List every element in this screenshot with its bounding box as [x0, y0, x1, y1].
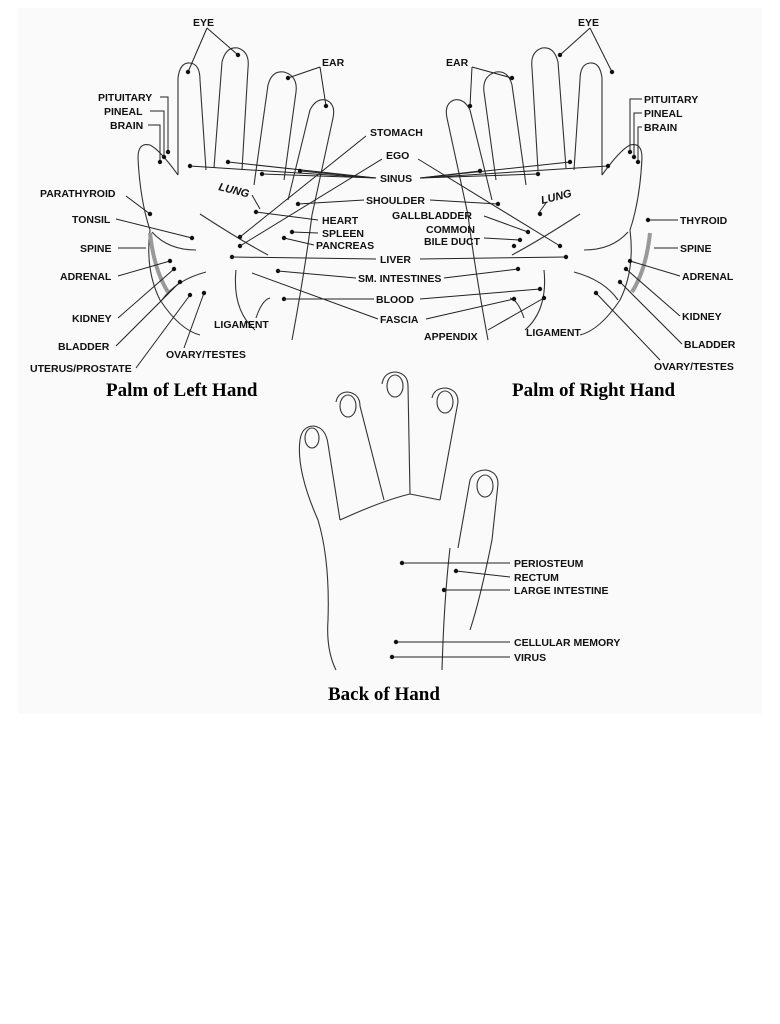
right-label-appendix: APPENDIX	[424, 331, 478, 343]
back-label-large-intestine: LARGE INTESTINE	[514, 585, 609, 597]
right-label-gallbladder: GALLBLADDER	[392, 210, 472, 222]
left-label-ligament: LIGAMENT	[214, 319, 269, 331]
right-label-kidney: KIDNEY	[682, 311, 722, 323]
right-label-ligament: LIGAMENT	[526, 327, 581, 339]
left-palm-outline	[137, 47, 335, 341]
label-ego: EGO	[386, 150, 409, 162]
back-of-hand-outline	[298, 371, 499, 671]
right-label-adrenal: ADRENAL	[682, 271, 734, 283]
center-leaders	[187, 135, 611, 320]
label-blood: BLOOD	[376, 294, 414, 306]
back-label-periosteum: PERIOSTEUM	[514, 558, 584, 570]
left-label-uterus-prostate: UTERUS/PROSTATE	[30, 363, 132, 375]
right-label-spine: SPINE	[680, 243, 712, 255]
right-label-bile-duct: BILE DUCT	[424, 236, 481, 248]
left-label-ear: EAR	[322, 57, 345, 69]
label-sinus: SINUS	[380, 173, 412, 185]
left-label-pituitary: PITUITARY	[98, 92, 152, 104]
label-liver: LIVER	[380, 254, 411, 266]
left-palm-leaders	[115, 27, 329, 369]
right-label-lung: LUNG	[540, 188, 574, 207]
label-sm-intestines: SM. INTESTINES	[358, 273, 441, 285]
left-label-bladder: BLADDER	[58, 341, 110, 353]
caption-right-palm: Palm of Right Hand	[512, 380, 676, 401]
right-label-bladder: BLADDER	[684, 339, 736, 351]
left-spine-mark	[148, 232, 170, 294]
right-label-pineal: PINEAL	[644, 108, 683, 120]
left-label-spine: SPINE	[80, 243, 112, 255]
caption-left-palm: Palm of Left Hand	[106, 380, 258, 401]
left-label-eye: EYE	[193, 17, 214, 29]
right-label-ovary-testes: OVARY/TESTES	[654, 361, 734, 373]
back-of-hand-leaders	[389, 560, 511, 660]
right-spine-mark	[630, 232, 652, 294]
caption-back-of-hand: Back of Hand	[328, 684, 440, 705]
right-label-ear: EAR	[446, 57, 469, 69]
right-label-thyroid: THYROID	[680, 215, 728, 227]
left-label-ovary-testes: OVARY/TESTES	[166, 349, 246, 361]
left-label-heart: HEART	[322, 215, 359, 227]
back-label-rectum: RECTUM	[514, 572, 559, 584]
left-label-pancreas: PANCREAS	[316, 240, 374, 252]
left-label-tonsil: TONSIL	[72, 214, 111, 226]
right-label-common: COMMON	[426, 224, 475, 236]
left-label-spleen: SPLEEN	[322, 228, 364, 240]
back-label-cellular-memory: CELLULAR MEMORY	[514, 637, 620, 649]
back-label-virus: VIRUS	[514, 652, 546, 664]
label-stomach: STOMACH	[370, 127, 423, 139]
right-label-eye: EYE	[578, 17, 599, 29]
diagram-panel	[18, 8, 762, 714]
label-fascia: FASCIA	[380, 314, 419, 326]
left-label-pineal: PINEAL	[104, 106, 143, 118]
right-label-brain: BRAIN	[644, 122, 677, 134]
left-label-parathyroid: PARATHYROID	[40, 188, 116, 200]
left-label-kidney: KIDNEY	[72, 313, 112, 325]
label-shoulder: SHOULDER	[366, 195, 425, 207]
right-label-pituitary: PITUITARY	[644, 94, 698, 106]
left-label-adrenal: ADRENAL	[60, 271, 112, 283]
left-label-brain: BRAIN	[110, 120, 143, 132]
right-palm-leaders	[467, 27, 683, 361]
left-label-lung: LUNG	[217, 181, 251, 200]
